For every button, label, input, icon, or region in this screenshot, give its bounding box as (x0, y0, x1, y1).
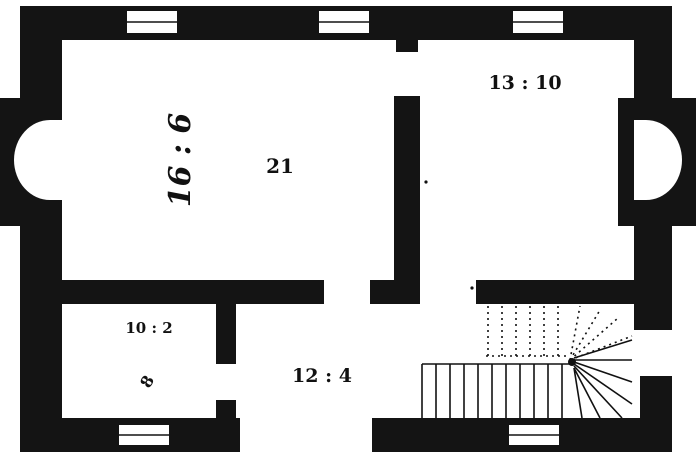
small-room-dims-label: 10 : 2 (125, 319, 172, 337)
stair-newel-post (568, 358, 576, 366)
interior-walls (62, 30, 634, 420)
main-room-number-label: 21 (266, 154, 294, 178)
left-fireplace-recess (14, 120, 62, 200)
dividing-wall-right (476, 280, 634, 304)
stray-mark (470, 286, 474, 290)
small-room-partition-stub (216, 400, 236, 420)
window-bottom-left (117, 423, 171, 447)
dividing-wall-left (62, 280, 324, 304)
small-room-partition (216, 304, 236, 364)
small-room-number-label: 8 (136, 372, 158, 391)
windows (117, 9, 565, 447)
stair-lower-flight (421, 339, 633, 419)
hall-dims-label: 12 : 4 (292, 365, 352, 387)
window-top-left (125, 9, 179, 35)
central-partition-foot (370, 280, 420, 304)
left-wall (20, 6, 62, 452)
main-room-dims-label: 16 : 6 (163, 113, 198, 208)
right-fireplace-recess (634, 120, 682, 200)
right-room-dims-label: 13 : 10 (488, 72, 561, 94)
window-bottom-right (507, 423, 561, 447)
partition-stub-top (396, 30, 418, 52)
window-top-right (511, 9, 565, 35)
stray-mark (424, 180, 428, 184)
stair-upper-flight (486, 305, 633, 361)
central-partition (394, 96, 420, 282)
window-top-center (317, 9, 371, 35)
